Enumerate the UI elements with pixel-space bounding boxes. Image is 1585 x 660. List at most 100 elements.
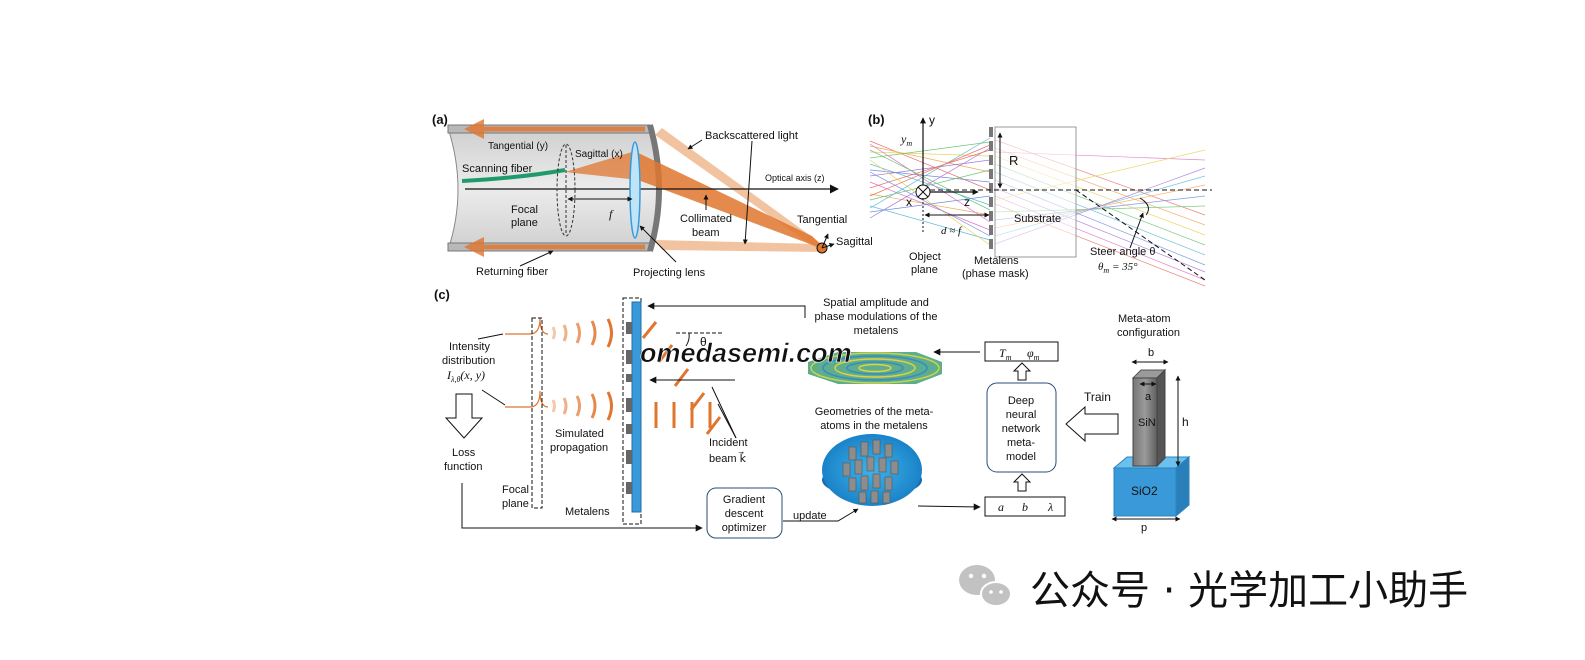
intensity-peak-bottom bbox=[505, 390, 549, 408]
label-dim-p: p bbox=[1141, 522, 1147, 534]
panel-b-label: (b) bbox=[868, 112, 885, 127]
label-sagittal: Sagittal bbox=[836, 236, 873, 248]
callout-incident-2 bbox=[717, 403, 737, 439]
disk-to-input-arrow bbox=[917, 503, 981, 511]
label-spatial-3: metalens bbox=[854, 325, 899, 337]
gradient-optimizer-box bbox=[706, 487, 783, 539]
callout-lens bbox=[639, 225, 677, 263]
overlay-watermark: omedasemi.com bbox=[640, 338, 852, 368]
rainbow-rays bbox=[869, 137, 991, 246]
loss-down-arrow bbox=[444, 393, 484, 439]
label-dim-b: b bbox=[1148, 347, 1154, 359]
label-intensity-1: Intensity bbox=[449, 341, 490, 353]
label-scanning-fiber: Scanning fiber bbox=[462, 163, 533, 175]
label-simulated-2: propagation bbox=[550, 442, 608, 454]
divergent-beam bbox=[565, 152, 638, 180]
label-sagittal-x: Sagittal (x) bbox=[575, 149, 623, 160]
input-box bbox=[984, 496, 1066, 517]
label-dnn-4: meta- bbox=[1007, 437, 1035, 449]
label-gradient-3: optimizer bbox=[722, 522, 767, 534]
phase-rings bbox=[810, 352, 940, 384]
label-dnn-1: Deep bbox=[1008, 395, 1034, 407]
label-intensity-2: distribution bbox=[442, 355, 495, 367]
label-x: x bbox=[906, 195, 912, 209]
label-tangential: Tangential bbox=[797, 214, 847, 226]
sin-side bbox=[1156, 368, 1166, 468]
label-loss-2: function bbox=[444, 461, 483, 473]
label-loss-1: Loss bbox=[452, 447, 476, 459]
scanning-fiber bbox=[461, 168, 566, 183]
label-geometries-1: Geometries of the meta- bbox=[815, 406, 934, 418]
sagittal-arrow bbox=[821, 243, 835, 249]
dnn-box bbox=[986, 382, 1057, 473]
footer-watermark: 公众号 · 光学加工小助手 bbox=[959, 565, 1468, 614]
label-returning-fiber: Returning fiber bbox=[476, 266, 548, 278]
label-collimated-1: Collimated bbox=[680, 213, 732, 225]
label-Tm: Tm bbox=[999, 346, 1012, 362]
label-update: update bbox=[793, 510, 827, 522]
label-R: R bbox=[1009, 153, 1018, 168]
theta-arc bbox=[685, 332, 690, 347]
label-d-f: d ≈ f bbox=[941, 225, 963, 237]
callout-backscattered-2 bbox=[742, 140, 753, 245]
loss-to-optimizer-arrow bbox=[461, 483, 703, 532]
label-focal-1: Focal bbox=[511, 204, 538, 216]
label-backscattered: Backscattered light bbox=[705, 130, 798, 142]
callout-steer bbox=[1129, 212, 1144, 249]
label-focal-c-2: plane bbox=[502, 498, 529, 510]
focal-plane-ellipse bbox=[556, 143, 576, 237]
label-z: z bbox=[964, 195, 970, 209]
callout-backscattered bbox=[687, 139, 703, 150]
footer-watermark-text: 公众号 · 光学加工小助手 bbox=[1030, 568, 1468, 614]
steer-direction bbox=[1075, 189, 1206, 281]
label-focal-2: plane bbox=[511, 217, 538, 229]
label-train: Train bbox=[1084, 390, 1111, 404]
label-y: y bbox=[929, 113, 935, 127]
label-steer-2: θm = 35° bbox=[1098, 261, 1138, 275]
meta-atoms-column bbox=[626, 322, 632, 494]
label-ym: ym bbox=[900, 132, 912, 148]
tangential-arrow bbox=[821, 233, 829, 249]
sio2-side bbox=[1175, 455, 1190, 518]
collimated-beam bbox=[632, 150, 826, 250]
label-incident-1: Incident bbox=[709, 437, 748, 449]
panel-a-label: (a) bbox=[432, 112, 448, 127]
label-focal-c-1: Focal bbox=[502, 484, 529, 496]
label-object-1: Object bbox=[909, 251, 941, 263]
label-theta: θ bbox=[700, 335, 707, 349]
label-simulated-1: Simulated bbox=[555, 428, 604, 440]
label-phim: φm bbox=[1027, 346, 1040, 362]
wavefronts bbox=[551, 318, 613, 421]
panel-b: (b) bbox=[868, 112, 1212, 287]
input-b: b bbox=[1022, 500, 1028, 514]
label-sio2: SiO2 bbox=[1131, 484, 1158, 498]
x-axis-cross bbox=[917, 186, 929, 198]
callout-intensity-bottom bbox=[481, 389, 506, 406]
label-incident-2: beam k⃗ bbox=[709, 451, 747, 465]
label-dnn-3: network bbox=[1002, 423, 1041, 435]
metalens-box bbox=[622, 297, 642, 525]
train-arrow bbox=[1065, 405, 1119, 443]
label-gradient-2: descent bbox=[725, 508, 764, 520]
label-optical-axis: Optical axis (z) bbox=[765, 173, 825, 183]
label-collimated-2: beam bbox=[692, 227, 720, 239]
label-metalens-c: Metalens bbox=[565, 506, 610, 518]
metalens-plate bbox=[631, 301, 642, 513]
label-meta-atom-1: Meta-atom bbox=[1118, 313, 1171, 325]
label-substrate: Substrate bbox=[1014, 213, 1061, 225]
projecting-lens bbox=[629, 141, 641, 239]
label-intensity-3: Iλ,θ(x, y) bbox=[446, 368, 485, 384]
label-dnn-2: neural bbox=[1006, 409, 1037, 421]
label-dim-a: a bbox=[1145, 391, 1152, 403]
panel-c-label: (c) bbox=[434, 287, 450, 302]
label-metalens-2: (phase mask) bbox=[962, 268, 1029, 280]
label-spatial-1: Spatial amplitude and bbox=[823, 297, 929, 309]
label-f: f bbox=[609, 207, 614, 221]
label-object-2: plane bbox=[911, 264, 938, 276]
phase-feedback-arrow bbox=[647, 302, 806, 318]
label-projecting-lens: Projecting lens bbox=[633, 267, 706, 279]
label-geometries-2: atoms in the metalens bbox=[820, 420, 928, 432]
steer-angle-arc bbox=[1139, 197, 1149, 216]
incident-beams bbox=[641, 321, 722, 435]
